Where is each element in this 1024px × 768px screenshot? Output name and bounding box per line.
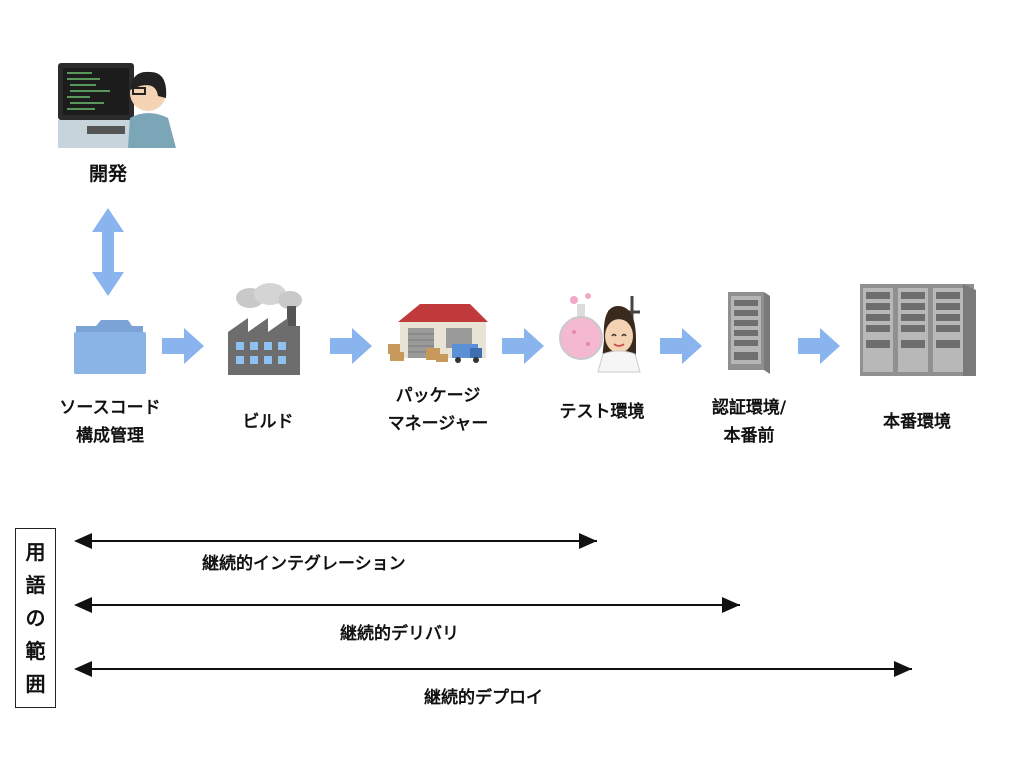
pipeline-arrow-2: [330, 328, 372, 364]
stage-label-line: ビルド: [242, 412, 294, 432]
term-scope-char: 囲: [25, 672, 46, 697]
warehouse-icon: [388, 304, 488, 363]
scientist-icon: [559, 293, 641, 373]
term-continuous-deployment: 継続的デプロイ: [424, 688, 543, 708]
term-scope-char: の: [25, 605, 46, 630]
stage-label-staging-env: 認証環境/ 本番前: [694, 394, 804, 450]
dev-label: 開発: [88, 163, 127, 185]
term-scope-box: 用 語 の 範 囲: [15, 528, 56, 708]
stage-label-production-env: 本番環境: [862, 408, 972, 436]
stage-label-line: ソースコード: [59, 398, 161, 418]
stage-label-line: 構成管理: [76, 426, 144, 446]
term-continuous-delivery: 継続的デリバリ: [340, 624, 459, 644]
stage-label-line: 本番前: [723, 426, 775, 446]
stage-label-line: マネージャー: [387, 414, 489, 434]
dev-double-arrow: [92, 208, 124, 296]
stage-label-line: テスト環境: [559, 402, 645, 422]
stage-label-source-control: ソースコード 構成管理: [40, 394, 180, 450]
server-icon: [728, 292, 770, 374]
pipeline-arrow-4: [660, 328, 702, 364]
factory-icon: [228, 283, 302, 375]
stage-label-line: 認証環境/: [711, 398, 787, 418]
pipeline-arrow-5: [798, 328, 840, 364]
stage-label-build: ビルド: [218, 408, 318, 436]
stage-label-line: 本番環境: [883, 412, 951, 432]
server-rack-icon: [860, 284, 976, 376]
stage-label-package-manager: パッケージ マネージャー: [368, 382, 508, 438]
term-scope-char: 範: [25, 639, 46, 664]
developer-icon: [58, 63, 176, 148]
pipeline-arrow-1: [162, 328, 204, 364]
term-scope-char: 語: [25, 572, 46, 597]
folder-icon: [74, 320, 146, 374]
stage-label-test-env: テスト環境: [542, 398, 662, 426]
term-scope-char: 用: [25, 539, 46, 564]
pipeline-arrows: [162, 328, 840, 364]
term-continuous-integration: 継続的インテグレーション: [202, 554, 406, 574]
stage-label-line: パッケージ: [395, 386, 481, 406]
pipeline-arrow-3: [502, 328, 544, 364]
